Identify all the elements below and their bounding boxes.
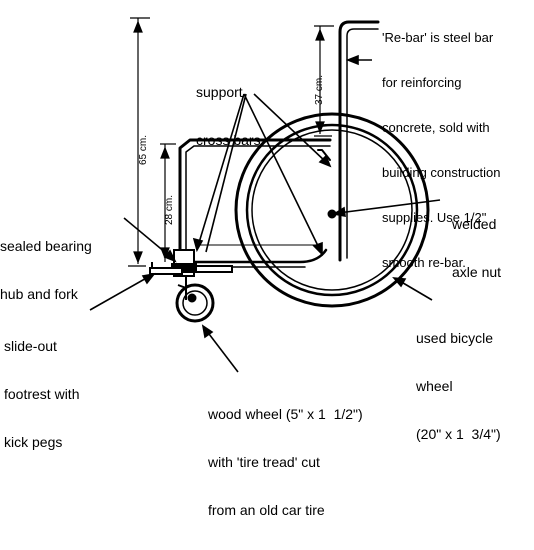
rebar-note-line: concrete, sold with — [382, 120, 490, 135]
used-bicycle-wheel-label: used bicycle wheel (20" x 1 3/4") — [416, 298, 501, 474]
dimension-65cm: 65 cm. — [138, 134, 149, 165]
leader-lines — [89, 54, 441, 373]
label-line: kick pegs — [4, 434, 63, 450]
label-line: cross bars — [196, 132, 261, 148]
label-line: sealed bearing — [0, 238, 92, 254]
label-line: slide-out — [4, 338, 57, 354]
wood-wheel-label: wood wheel (5" x 1 1/2") with 'tire trea… — [208, 374, 363, 550]
slide-out-footrest-label: slide-out footrest with kick pegs — [4, 306, 79, 482]
label-line: hub and fork — [0, 286, 78, 302]
wood-wheel — [175, 283, 215, 323]
dimension-37cm: 37 cm. — [314, 74, 325, 105]
rebar-note-line: 'Re-bar' is steel bar — [382, 30, 494, 45]
welded-axle-nut-label: welded axle nut — [452, 184, 501, 312]
footrest — [149, 262, 233, 275]
label-line: support — [196, 84, 243, 100]
label-line: with 'tire tread' cut — [208, 454, 320, 470]
label-line: wheel — [416, 378, 453, 394]
wheelchair-drawing — [89, 17, 441, 373]
rebar-note: 'Re-bar' is steel bar for reinforcing co… — [382, 0, 501, 300]
sealed-bearing-label: sealed bearing hub and fork — [0, 206, 92, 334]
label-line: used bicycle — [416, 330, 494, 346]
rebar-note-line: building construction — [382, 165, 501, 180]
label-line: (20" x 1 3/4") — [416, 426, 501, 442]
label-line: welded — [452, 216, 497, 232]
rebar-note-line: smooth re-bar. — [382, 255, 466, 270]
label-line: wood wheel (5" x 1 1/2") — [208, 406, 363, 422]
frame — [178, 20, 380, 268]
label-line: footrest with — [4, 386, 80, 402]
bicycle-wheel — [234, 112, 430, 308]
wheelchair-diagram: 65 cm. 37 cm. 28 cm. 'Re-bar' is steel b… — [0, 0, 501, 518]
dimension-28cm: 28 cm. — [164, 194, 175, 225]
rebar-note-line: supplies. Use 1/2" — [382, 210, 487, 225]
dimension-lines — [128, 17, 334, 267]
label-line: from an old car tire — [208, 502, 325, 518]
rebar-note-line: for reinforcing — [382, 75, 462, 90]
label-line: axle nut — [452, 264, 502, 280]
support-cross-bars-label: support cross bars — [196, 52, 261, 180]
